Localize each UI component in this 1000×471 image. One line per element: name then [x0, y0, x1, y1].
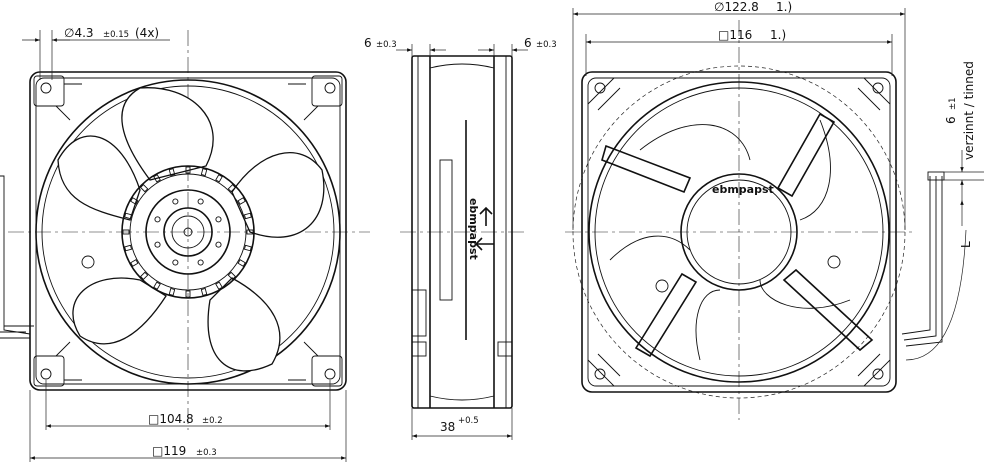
hub-tooth [243, 212, 252, 220]
side-left-tol-label: ±0.3 [376, 40, 397, 50]
hub-tooth [200, 287, 208, 296]
rear-frame [581, 71, 897, 393]
hub-holes [154, 198, 222, 266]
hub-hole [154, 241, 161, 248]
hub-tooth [139, 271, 149, 281]
rear-brand-label: ebmpapst [712, 183, 774, 196]
hub-tooth [246, 229, 254, 235]
airflow-arrow-icon [479, 206, 493, 226]
hole-pitch-label: □104.8 [148, 412, 194, 426]
side-right-tol-label: ±0.3 [536, 40, 557, 50]
hub-tooth [130, 259, 139, 267]
rear-hub [680, 173, 798, 291]
hub-tooth [139, 183, 149, 193]
hub-tooth [122, 229, 130, 235]
hub-hole [172, 259, 179, 266]
hub-tooth [153, 281, 161, 290]
guard-square-label: □116 [718, 28, 752, 42]
hub-tooth [130, 197, 139, 205]
hub-tooth [227, 271, 237, 281]
front-hub [121, 165, 255, 299]
hub-hole [215, 241, 222, 248]
guard-diameter-label: ∅122.8 [714, 0, 759, 14]
front-cable [0, 175, 34, 335]
front-frame [29, 71, 347, 391]
side-view: ebmpapst 6 ±0.3 6 ±0.3 38 +0.5 [364, 36, 557, 440]
hub-hole [154, 216, 161, 223]
frame-size-label: □119 [152, 444, 186, 458]
wire-finish-label: verzinnt / tinned [962, 61, 976, 160]
side-left-label: 6 [364, 36, 372, 50]
lead-length-label: L [959, 241, 973, 248]
side-brand-label: ebmpapst [467, 198, 480, 260]
rear-view: ebmpapst ∅122.8 1.) □116 1.) 6 ±1 verzin… [565, 0, 984, 420]
rear-corner-tabs [587, 77, 891, 387]
hub-tooth [168, 287, 176, 296]
frame-size-tol-label: ±0.3 [196, 448, 217, 458]
hub-hole [172, 198, 179, 205]
hub-tooth [153, 174, 161, 183]
hub-hole [215, 216, 222, 223]
rotation-arrow-icon [474, 237, 494, 251]
hub-tooth [168, 168, 176, 177]
wire-strip-tol-label: ±1 [948, 97, 958, 110]
hub-hole [197, 259, 204, 266]
hub-teeth [122, 166, 254, 298]
hub-hole [197, 198, 204, 205]
hole-count-label: (4x) [135, 26, 159, 40]
wire-strip-label: 6 [944, 116, 958, 124]
hub-tooth [237, 259, 246, 267]
hub-tooth [124, 244, 133, 252]
front-blades [57, 87, 325, 372]
hole-pitch-tol-label: ±0.2 [202, 416, 223, 426]
hole-diameter-label: ∅4.3 [64, 26, 94, 40]
depth-tol-label: +0.5 [458, 416, 479, 426]
hub-tooth [237, 197, 246, 205]
side-frame [411, 55, 513, 409]
hub-tooth [185, 166, 191, 174]
guard-note-label: 1.) [776, 0, 792, 14]
hub-tooth [243, 244, 252, 252]
depth-label: 38 [440, 420, 455, 434]
rear-struts [601, 112, 874, 358]
front-corner-tabs [33, 75, 343, 387]
hub-tooth [124, 212, 133, 220]
hub-tooth [200, 168, 208, 177]
hole-tol-label: ±0.15 [103, 30, 129, 40]
rear-cable [901, 176, 943, 347]
side-right-label: 6 [524, 36, 532, 50]
hub-tooth [215, 281, 223, 290]
hub-tooth [215, 174, 223, 183]
guard-square-note-label: 1.) [770, 28, 786, 42]
hub-tooth [185, 290, 191, 298]
hub-tooth [227, 183, 237, 193]
front-view: ∅4.3 ±0.15 (4x) □104.8 ±0.2 □119 ±0.3 [0, 26, 370, 462]
